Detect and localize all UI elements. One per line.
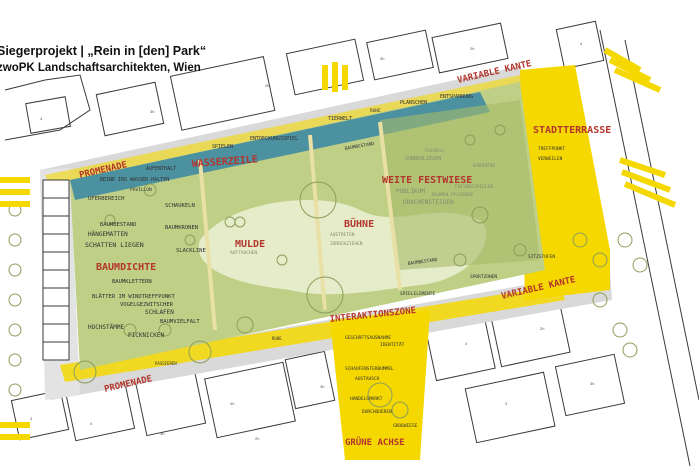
label-publikum: PUBLIKUM	[396, 188, 425, 195]
label-drachensteigen: DRACHENSTEIGEN	[403, 199, 454, 206]
stadtterrasse-zone	[520, 65, 610, 300]
label-baumdichte: BAUMDICHTE	[96, 262, 156, 273]
building-number: 3h	[320, 384, 324, 389]
building-number: 2h	[255, 436, 259, 441]
building-number: 2h	[540, 326, 544, 331]
label-durchqueren: DURCHQUEREN	[362, 409, 392, 415]
building-number: 3h	[590, 381, 594, 386]
label-austreten: AUSTRETEN	[330, 232, 355, 238]
label-handelsmarkt: HANDELSMARKT	[350, 396, 383, 402]
label-identitaet: IDENTITÄT	[380, 341, 405, 348]
label-wasserzeile: WASSERZEILE	[191, 154, 258, 170]
label-sportzonen: SPORTZONEN	[470, 274, 497, 280]
city-blocks	[4, 20, 699, 466]
label-baumklettern: BAUMKLETTERN	[112, 279, 152, 285]
label-tierwelt: TIERWELT	[328, 116, 352, 122]
trees	[8, 124, 648, 419]
page-title: Siegerprojekt | „Rein in [den] Park“	[0, 44, 207, 58]
crossing-stripes	[0, 47, 677, 440]
building-number: 3h	[150, 109, 154, 114]
label-buehne: BÜHNE	[344, 216, 374, 230]
label-spielelemente: SPIELELEMENTE	[400, 291, 436, 297]
label-schatten-liegen: SCHATTEN LIEGEN	[85, 241, 144, 249]
building-number: 3	[505, 401, 508, 406]
building-number: 3h	[380, 56, 384, 61]
label-aufenthalt: AUFENTHALT	[146, 166, 176, 172]
label-baumvielfalt: BAUMVIELFALT	[160, 319, 200, 325]
label-baumbestand-2: BAUMBESTAND	[100, 222, 136, 228]
building-number: 3h	[160, 431, 164, 436]
label-blumen-pfluecken: BLUMEN PFLÜCKEN	[432, 191, 473, 198]
label-auftauchen: AUFTAUCHEN	[230, 250, 257, 256]
building-number: 4	[40, 116, 43, 121]
building-numbers: 2h 4 3h 3h 2h 4 3 4 3h 2h 3h 4 2h 3 3h 4…	[30, 41, 594, 441]
label-zurueckziehen: ZURÜCKZIEHEN	[330, 240, 363, 247]
building-number: 3	[30, 416, 33, 421]
label-ruhe: RUHE	[370, 108, 381, 114]
label-gesch-ausnahme: GESCHÄFTSAUSNAHME	[345, 334, 391, 341]
wasserzeile	[70, 92, 490, 200]
label-haengematten: HÄNGEMATTEN	[88, 231, 128, 238]
interaktionszone-strip	[60, 285, 565, 382]
building-number: 4	[90, 421, 93, 426]
label-mulde: MULDE	[235, 239, 265, 250]
label-slackline: SLACKLINE	[176, 248, 206, 254]
label-beine-wasser: BEINE INS WASSER HALTEN	[100, 177, 169, 183]
label-baumbestand-3: BAUMBESTAND	[407, 257, 438, 267]
label-entdeckungsspiel: ENTDECKUNGSSPIEL	[250, 136, 298, 142]
label-pavillon: PAVILLON	[130, 187, 152, 193]
label-hochstaemme: HOCHSTÄMME	[88, 324, 125, 331]
label-passieren: PASSIEREN	[155, 361, 177, 366]
label-schaukeln: SCHAUKELN	[165, 203, 195, 209]
label-baumkronen: BAUMKRONEN	[165, 225, 198, 231]
zone-dividers	[198, 121, 402, 331]
label-schlafen: SCHLAFEN	[145, 309, 174, 316]
label-frisbeespielen: FRISBEESPIELEN	[455, 184, 493, 190]
label-verweilen: VERWEILEN	[538, 156, 563, 162]
label-fussball: FUSSBALL	[425, 148, 445, 153]
variable-kante-top	[45, 75, 520, 185]
label-stadtterrasse: STADTTERRASSE	[533, 125, 611, 136]
label-ruhe-2: RUHE	[272, 336, 282, 341]
label-uferbereich: UFERBEREICH	[88, 196, 124, 202]
building-number: 4	[465, 341, 468, 346]
label-gruene-achse: GRÜNE ACHSE	[345, 437, 405, 448]
label-grosswiese: GROßWIESE	[393, 423, 418, 429]
building-number: 4h	[230, 401, 234, 406]
label-badminton: BADMINTON	[473, 163, 495, 168]
label-treffpunkt: TREFFPUNKT	[538, 146, 565, 152]
label-baumbestand-1: BAUMBESTAND	[344, 141, 375, 152]
festwiese-dark	[380, 100, 540, 270]
building-number: 4	[580, 41, 583, 46]
label-planschen: PLANSCHEN	[400, 100, 427, 106]
label-vogelgezwitscher: VOGELGEZWITSCHER	[120, 302, 174, 308]
label-blaetter: BLÄTTER IM WINDTREFFPUNKT	[92, 293, 175, 300]
label-schaufenster: SCHAUFENSTERBUMMEL	[345, 366, 394, 372]
label-spielen: SPIELEN	[212, 144, 233, 150]
activity-labels: AUFENTHALT BEINE INS WASSER HALTEN PAVIL…	[85, 94, 565, 429]
label-picknicken: PICKNICKEN	[128, 332, 165, 339]
label-sonnenliegen: SONNENLIEGEN	[405, 156, 441, 162]
building-number: 2h	[265, 83, 269, 88]
page-subtitle: zwoPK Landschaftsarchitekten, Wien	[0, 62, 201, 74]
building-number: 2h	[470, 46, 474, 51]
label-entspannung: ENTSPANNUNG	[440, 94, 473, 100]
label-sitzstufen: SITZSTUFEN	[528, 254, 555, 260]
left-row-buildings	[42, 179, 70, 361]
gruene-achse-zone	[330, 310, 430, 460]
label-weite-festwiese: WEITE FESTWIESE	[382, 175, 472, 186]
label-austausch: AUSTAUSCH	[355, 376, 380, 382]
